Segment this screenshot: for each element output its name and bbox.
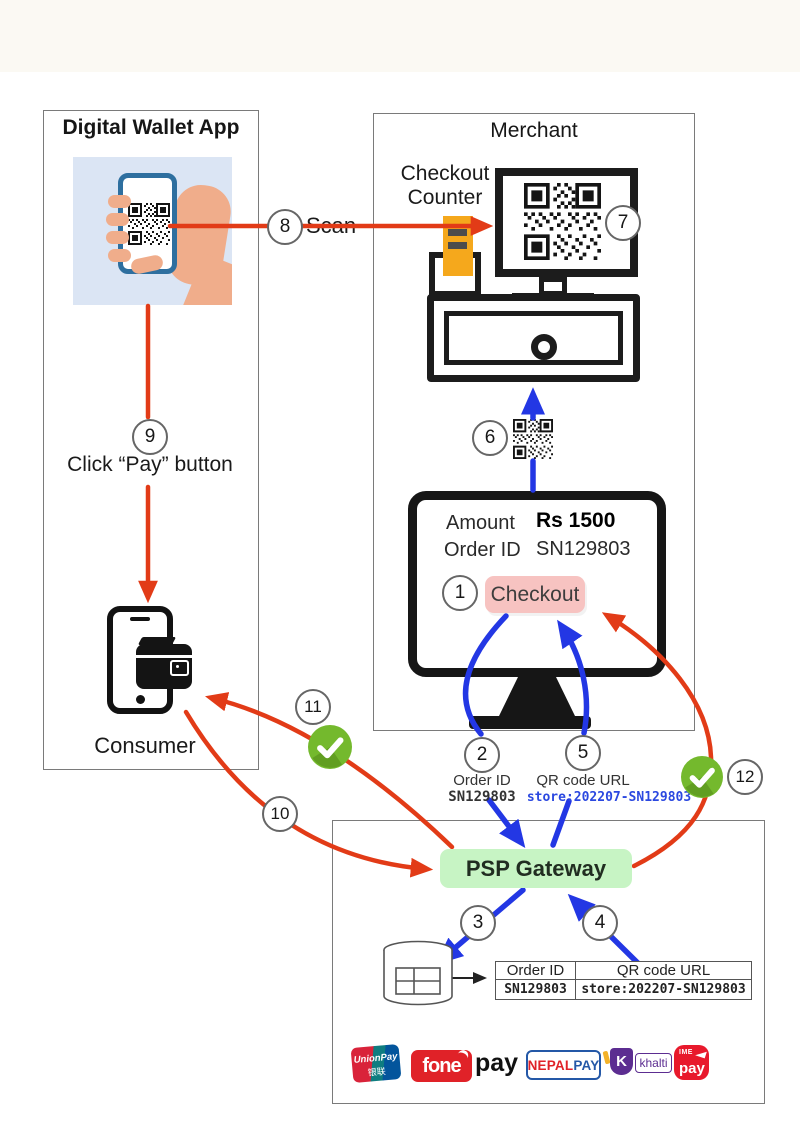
monitor-base (469, 716, 591, 729)
nepalpay-logo: NEPAL PAY (526, 1050, 601, 1080)
step-circle-5: 5 (565, 735, 601, 771)
checkout-counter-label-line2: Counter (407, 186, 483, 209)
scan-label: Scan (306, 213, 357, 238)
step-circle-3: 3 (460, 905, 496, 941)
imepay-plane-icon (695, 1048, 707, 1059)
step-circle-8: 8 (267, 209, 303, 245)
fonepay-pay-text: pay (475, 1049, 519, 1077)
hand-finger (106, 231, 129, 244)
table-cell-qr-url: store:202207-SN129803 (581, 982, 746, 997)
table-header-order-id: Order ID (496, 962, 576, 980)
step-circle-6: 6 (472, 420, 508, 456)
psp-panel (332, 820, 765, 1104)
step5-title: QR code URL (536, 772, 630, 789)
nepalpay-pay-text: PAY (573, 1057, 600, 1073)
wallet-slot (136, 655, 192, 658)
cash-register (427, 294, 640, 382)
success-check-icon-11 (308, 725, 352, 769)
unionpay-logo: UnionPay 银联 (350, 1043, 402, 1084)
order-id-label: Order ID (444, 539, 521, 561)
consumer-label: Consumer (94, 733, 196, 758)
phone-speaker (130, 617, 150, 621)
step2-title: Order ID (453, 772, 511, 789)
phone-home-button (136, 695, 145, 704)
hand-holding-phone-illustration (73, 157, 232, 305)
hand-finger (106, 213, 129, 226)
order-id-value: SN129803 (536, 538, 631, 560)
wallet-clasp (170, 660, 189, 676)
step-circle-4: 4 (582, 905, 618, 941)
monitor-stand (499, 677, 575, 716)
step-circle-1: 1 (442, 575, 478, 611)
nepalpay-nepal-text: NEPAL (527, 1057, 574, 1073)
wallet-clasp-dot (176, 665, 179, 668)
checkout-button: Checkout (485, 576, 585, 613)
drawer-knob (531, 334, 557, 360)
psp-gateway-box: PSP Gateway (440, 849, 632, 888)
receipt (443, 216, 473, 276)
step5-value: store:202207-SN129803 (526, 790, 692, 805)
imepay-ime-text: IME (679, 1049, 693, 1056)
receipt-text-line (448, 242, 467, 249)
table-header-qr-url: QR code URL (576, 962, 751, 980)
database-icon (383, 940, 453, 1006)
wallet-panel-title: Digital Wallet App (62, 116, 240, 139)
khalti-shield-icon: K (610, 1048, 633, 1075)
step-circle-2: 2 (464, 737, 500, 773)
step-circle-10: 10 (262, 796, 298, 832)
success-check-icon-12 (681, 756, 723, 798)
hand-finger (108, 249, 131, 262)
order-qr-mapping-table: Order ID QR code URL SN129803 store:2022… (495, 961, 752, 1000)
step-circle-7: 7 (605, 205, 641, 241)
imepay-logo: IME pay (674, 1045, 709, 1080)
table-cell-order-id: SN129803 (496, 980, 576, 999)
wallet-cards (137, 637, 177, 645)
wallet-panel (43, 110, 259, 770)
imepay-pay-text: pay (679, 1060, 705, 1077)
wallet-icon (136, 637, 192, 689)
cash-drawer (444, 311, 623, 365)
step6-qr-code (513, 419, 553, 459)
checkout-counter-label-line1: Checkout (400, 162, 490, 185)
receipt-text-line (448, 229, 467, 236)
merchant-panel-title: Merchant (490, 119, 578, 142)
merchant-panel (373, 113, 695, 731)
top-background-band (0, 0, 800, 72)
step-circle-11: 11 (295, 689, 331, 725)
amount-label: Amount (446, 512, 515, 534)
step-circle-12: 12 (727, 759, 763, 795)
khalti-wordmark: khalti (635, 1053, 672, 1073)
fonepay-fone-text: fone (422, 1054, 461, 1077)
merchant-qr-code (524, 183, 601, 260)
wallet-qr-code (128, 203, 170, 245)
amount-value: Rs 1500 (536, 509, 616, 532)
step-circle-9: 9 (132, 419, 168, 455)
fonepay-logo: fone (411, 1048, 472, 1082)
hand-finger (108, 195, 131, 208)
click-pay-label: Click “Pay” button (67, 453, 233, 476)
